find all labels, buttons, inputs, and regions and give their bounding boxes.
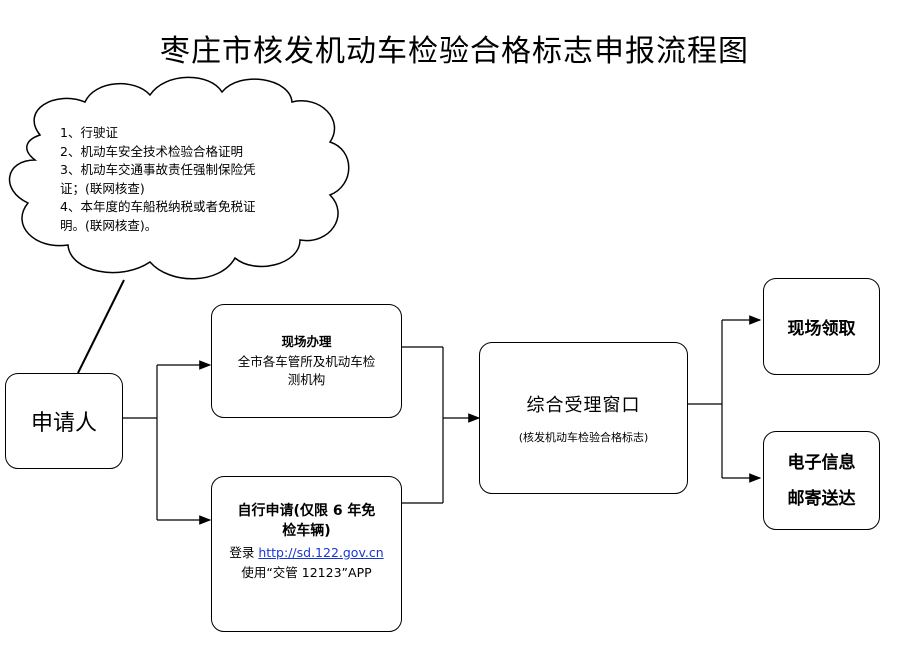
login-url-link[interactable]: http://sd.122.gov.cn	[258, 545, 384, 560]
window-sub: (核发机动车检验合格标志)	[518, 431, 649, 444]
document-item: 3、机动车交通事故责任强制保险凭	[60, 162, 256, 177]
app-line: 使用“交管 12123”APP	[241, 565, 372, 580]
document-item: 4、本年度的车船税纳税或者免税证	[60, 199, 256, 214]
onsite-line: 测机构	[287, 372, 326, 387]
onsite-heading: 现场办理	[281, 334, 332, 349]
required-documents-list: 1、行驶证 2、机动车安全技术检验合格证明 3、机动车交通事故责任强制保险凭 证…	[60, 124, 300, 235]
document-item: 证；(联网核查)	[60, 180, 145, 196]
login-line: 登录 http://sd.122.gov.cn	[229, 544, 383, 562]
applicant-label: 申请人	[30, 411, 97, 436]
self-service-heading: 自行申请(仅限 6 年免	[237, 503, 376, 519]
pickup-label: 现场领取	[787, 319, 856, 339]
window-label: 综合受理窗口	[526, 395, 641, 416]
acceptance-window-box: 综合受理窗口 (核发机动车检验合格标志)	[479, 342, 688, 494]
onsite-line: 全市各车管所及机动车检	[237, 354, 376, 369]
mail-delivery-box: 电子信息 邮寄送达	[763, 431, 880, 530]
self-service-heading: 检车辆)	[282, 523, 331, 539]
document-item: 1、行驶证	[60, 125, 118, 140]
onsite-box: 现场办理 全市各车管所及机动车检 测机构	[211, 304, 402, 418]
document-item: 明。(联网核查)。	[60, 217, 158, 233]
onsite-pickup-box: 现场领取	[763, 278, 880, 375]
mail-label: 邮寄送达	[787, 488, 856, 509]
cloud-shape	[8, 76, 350, 280]
document-item: 2、机动车安全技术检验合格证明	[60, 143, 243, 159]
cloud-connector	[77, 279, 125, 374]
page-title: 枣庄市核发机动车检验合格标志申报流程图	[160, 34, 749, 69]
login-prefix: 登录	[229, 545, 259, 560]
applicant-box: 申请人	[5, 373, 123, 469]
self-service-box: 自行申请(仅限 6 年免 检车辆) 登录 http://sd.122.gov.c…	[211, 476, 402, 632]
mail-label: 电子信息	[787, 452, 856, 473]
